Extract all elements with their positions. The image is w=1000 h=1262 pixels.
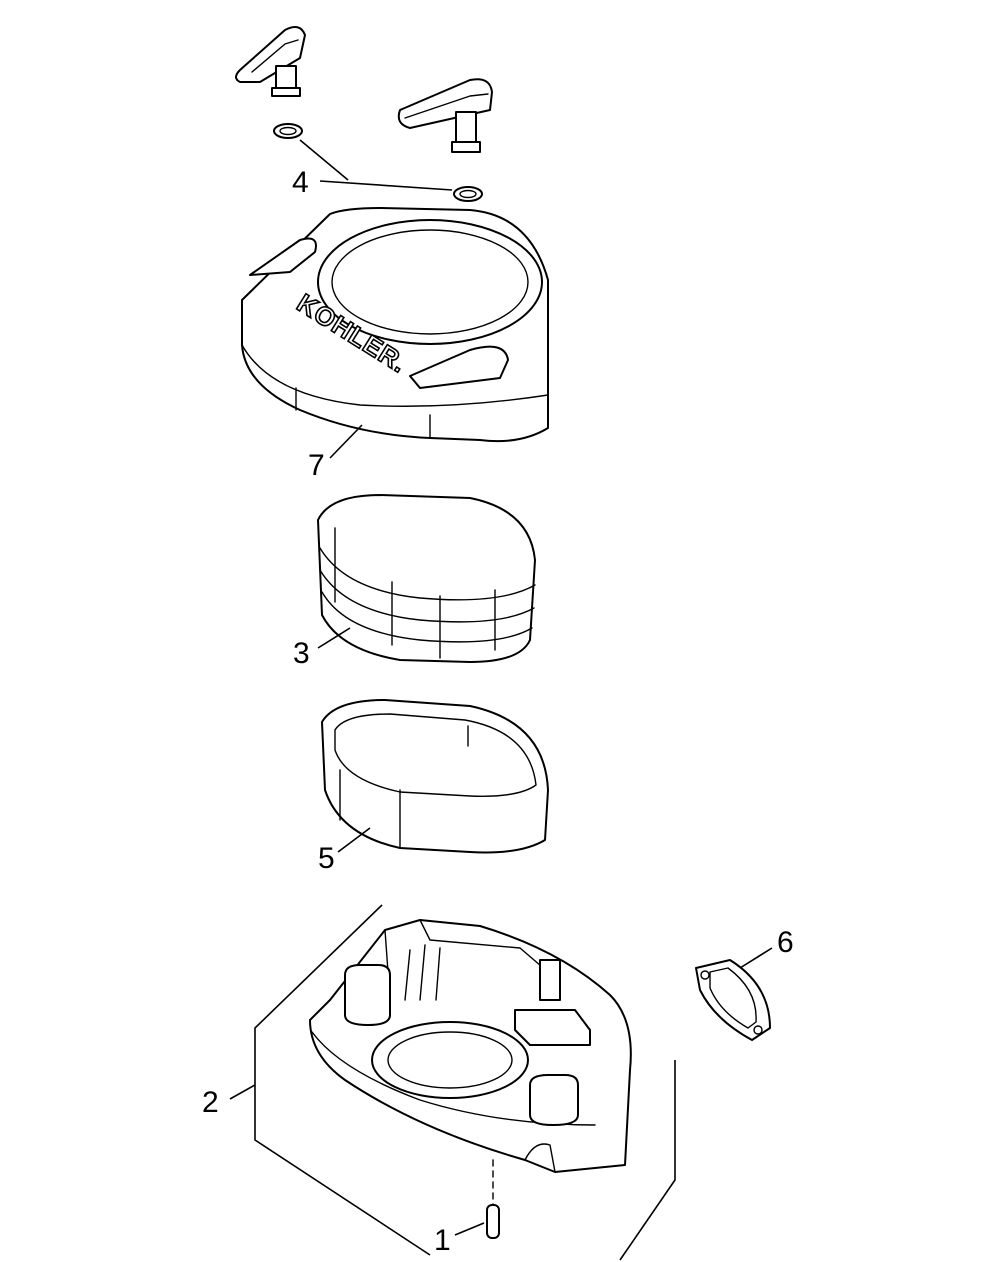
air-cleaner-cover [241, 207, 549, 443]
callout-label-3: 3 [293, 637, 310, 670]
o-ring-seals [273, 123, 483, 202]
precleaner-ring [321, 699, 549, 854]
mounting-gasket [695, 959, 771, 1041]
locating-pin [486, 1159, 500, 1239]
callout-label-6: 6 [777, 926, 794, 959]
callout-label-5: 5 [318, 842, 335, 875]
air-cleaner-base [309, 919, 632, 1173]
callout-label-4: 4 [292, 166, 309, 199]
knob-right [397, 78, 493, 153]
knob-left [235, 25, 306, 97]
callout-label-7: 7 [308, 449, 325, 482]
leader-lines [229, 139, 773, 1236]
callout-label-1: 1 [434, 1224, 451, 1257]
assembly-bracket [254, 904, 676, 1261]
callout-label-2: 2 [202, 1086, 219, 1119]
air-filter-element [317, 494, 536, 663]
